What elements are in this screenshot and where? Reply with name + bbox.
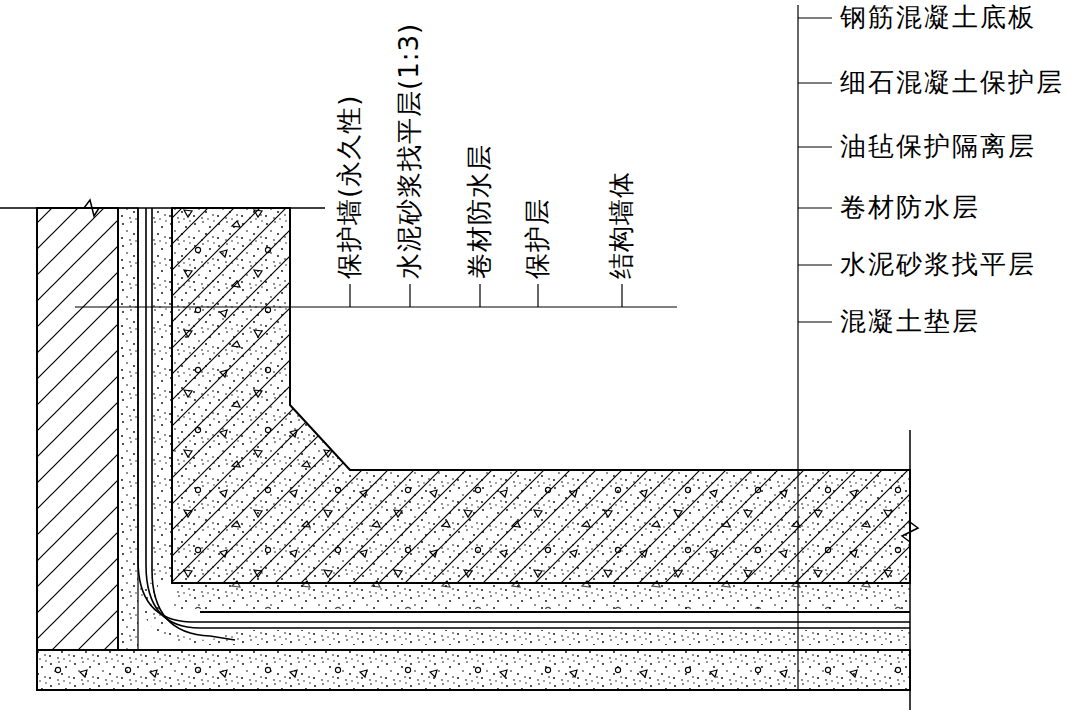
vertical-callout-label: 卷材防水层: [465, 144, 495, 279]
callout-label: 细石混凝土保护层: [840, 68, 1064, 98]
callout-label: 水泥砂浆找平层: [840, 250, 1036, 280]
vertical-callout-label: 结构墙体: [607, 171, 637, 279]
callout-label: 油毡保护隔离层: [840, 132, 1036, 162]
vertical-callout-label: 保护层: [523, 198, 553, 279]
vertical-callout-label: 保护墙(永久性): [335, 95, 365, 279]
callout-label: 卷材防水层: [840, 193, 980, 223]
callout-label: 混凝土垫层: [840, 307, 980, 337]
vertical-callout-label: 水泥砂浆找平层(1:3): [395, 23, 425, 279]
callout-label: 钢筋混凝土底板: [840, 3, 1036, 33]
